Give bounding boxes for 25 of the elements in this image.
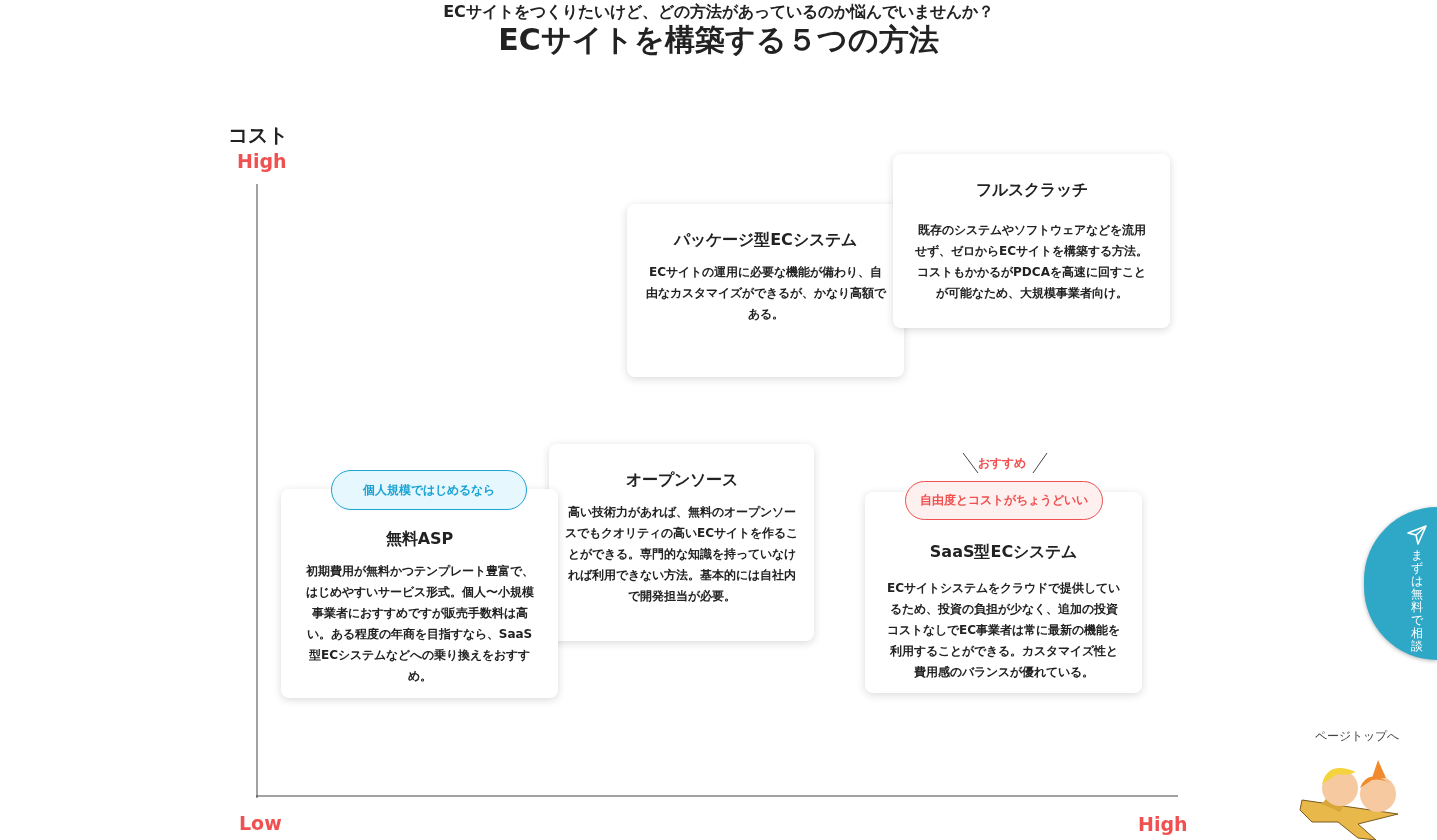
method-card (893, 154, 1170, 328)
card-title: フルスクラッチ (974, 180, 1089, 201)
subtitle: ECサイトをつくりたいけど、どの方法があっているのか悩んでいませんか？ (442, 2, 995, 23)
button-label: まずは無料で相談 (1410, 549, 1423, 653)
card-description: 高い技術力があれば、無料のオープンソースでもクオリティの高いECサイトを作ることができる。専門的な知識を持っていなければ利用できない方法。基本的には自社内で開発担当が必要。 (565, 504, 798, 605)
method-card (627, 204, 904, 377)
card-title: オープンソース (624, 470, 739, 491)
axis-label: High (1138, 813, 1188, 835)
method-card (549, 444, 814, 641)
axis-label: Low (239, 812, 282, 834)
card-title: SaaS型ECシステム (928, 542, 1079, 563)
page-title: ECサイトを構築する５つの方法 (497, 21, 940, 59)
recommend-label: おすすめ (978, 455, 1026, 472)
tag-badge: 自由度とコストがちょうどいい (905, 481, 1103, 520)
tag-badge: 個人規模ではじめるなら (331, 470, 527, 510)
card-description: 既存のシステムやソフトウェアなどを流用せず、ゼロからECサイトを構築する方法。コストもかかるがPDCAを高速に回すことが可能なため、大規模事業者向け。 (914, 222, 1149, 302)
card-description: ECサイトの運用に必要な機能が備わり、自由なカスタマイズができるが、かなり高額である。 (645, 264, 886, 323)
axis-label: コスト (228, 122, 288, 149)
method-card (865, 492, 1142, 693)
axis-label: High (237, 150, 287, 172)
page-top-link: ページトップへ (1315, 728, 1399, 745)
card-description: 初期費用が無料かつテンプレート豊富で、はじめやすいサービス形式。個人〜小規模事業者におすすめですが販売手数料は高い。ある程度の年商を目指すなら、SaaS型ECシステムなどへの乗り換えをおすすめ。 (304, 563, 535, 685)
card-title: 無料ASP (384, 529, 455, 550)
card-description: ECサイトシステムをクラウドで提供しているため、投資の負担が少なく、追加の投資コストなしでEC事業者は常に最新の機能を利用することができる。カスタマイズ性と費用感のバランスが優れている。 (886, 580, 1121, 681)
card-title: パッケージ型ECシステム (672, 230, 858, 251)
